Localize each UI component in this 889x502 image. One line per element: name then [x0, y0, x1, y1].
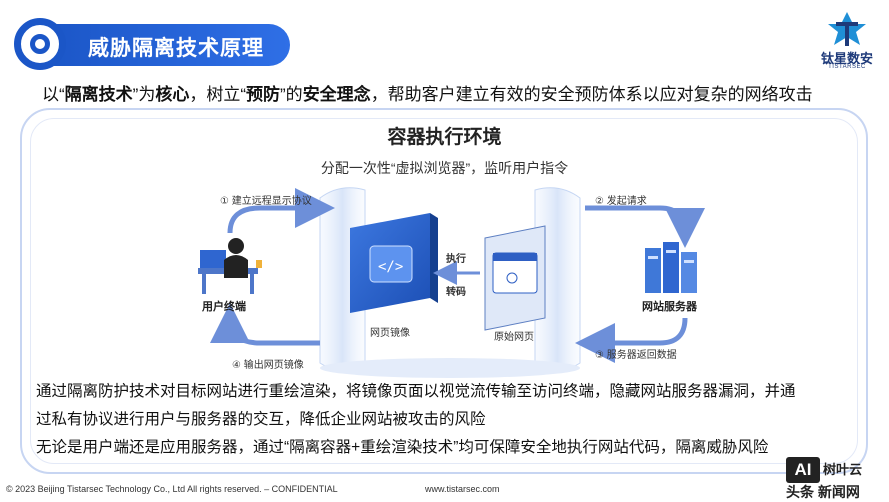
description-line-1: 通过隔离防护技术对目标网站进行重绘渲染，将镜像页面以视觉流传输至访问终端，隐藏网… [36, 383, 796, 400]
web-server-label: 网站服务器 [642, 301, 697, 313]
user-terminal-label: 用户终端 [202, 301, 246, 313]
step-2-label: ② 发起请求 [595, 196, 647, 207]
container-env-title: 容器执行环境 [387, 127, 502, 148]
intro-part: ，帮助客户建立有效的安全预防体系以应对复杂的网络攻击 [370, 85, 813, 104]
intro-part: ”的 [280, 85, 303, 104]
description-line-2: 过私有协议进行用户与服务器的交互，降低企业网站被攻击的风险 [36, 411, 486, 428]
container-env-subtitle: 分配一次性“虚拟浏览器”，监听用户指令 [320, 160, 569, 176]
page-title: 威胁隔离技术原理 [88, 37, 264, 60]
tistarsec-logo-icon [828, 12, 866, 46]
user-terminal-icon [198, 238, 262, 294]
intro-text: 以“隔离技术”为核心，树立“预防”的安全理念，帮助客户建立有效的安全预防体系以应… [42, 80, 813, 105]
watermark-ai-box: AI [786, 457, 820, 483]
watermark: AI 树叶云 头条 新闻网 [786, 455, 886, 500]
intro-keyword: 隔离技术 [64, 85, 133, 104]
company-logo: 钛星数安 TISTARSEC [812, 10, 882, 72]
intro-part: ，树立“ [189, 85, 247, 104]
exec-label: 执行 [446, 254, 466, 265]
description-line-3: 无论是用户端还是应用服务器，通过“隔离容器+重绘渲染技术”均可保障安全地执行网站… [36, 439, 769, 456]
transcode-label: 转码 [446, 287, 466, 298]
isolation-diagram: </> [190, 178, 710, 378]
step-3-label: ③ 服务器返回数据 [595, 350, 677, 361]
svg-text:</>: </> [378, 259, 403, 275]
web-mirror-icon: </> [350, 213, 438, 313]
header-bar [46, 24, 290, 66]
logo-name: 钛星数安 [820, 51, 873, 66]
footer-url: www.tistarsec.com [425, 484, 500, 494]
intro-part: ”为 [132, 85, 156, 104]
intro-part: 以“ [42, 85, 65, 104]
original-page-icon [484, 225, 546, 331]
diagram-graphics: </> [198, 187, 705, 378]
watermark-text-1: 树叶云 [823, 462, 863, 477]
logo-subtitle: TISTARSEC [828, 64, 866, 70]
original-page-label: 原始网页 [494, 332, 534, 343]
web-server-icon [645, 242, 697, 293]
intro-keyword: 预防 [246, 85, 281, 104]
step-1-label: ① 建立远程显示协议 [220, 196, 312, 207]
intro-keyword: 安全理念 [302, 85, 371, 104]
description: 通过隔离防护技术对目标网站进行重绘渲染，将镜像页面以视觉流传输至访问终端，隐藏网… [36, 378, 796, 462]
step-4-label: ④ 输出网页镜像 [232, 360, 304, 371]
footer-copyright: © 2023 Beijing Tistarsec Technology Co.,… [6, 484, 338, 494]
intro-keyword: 核心 [155, 85, 190, 104]
content-frame [20, 108, 868, 474]
web-mirror-label: 网页镜像 [370, 328, 410, 339]
header-ring-icon [14, 18, 66, 70]
watermark-text-2: 头条 新闻网 [786, 484, 860, 500]
